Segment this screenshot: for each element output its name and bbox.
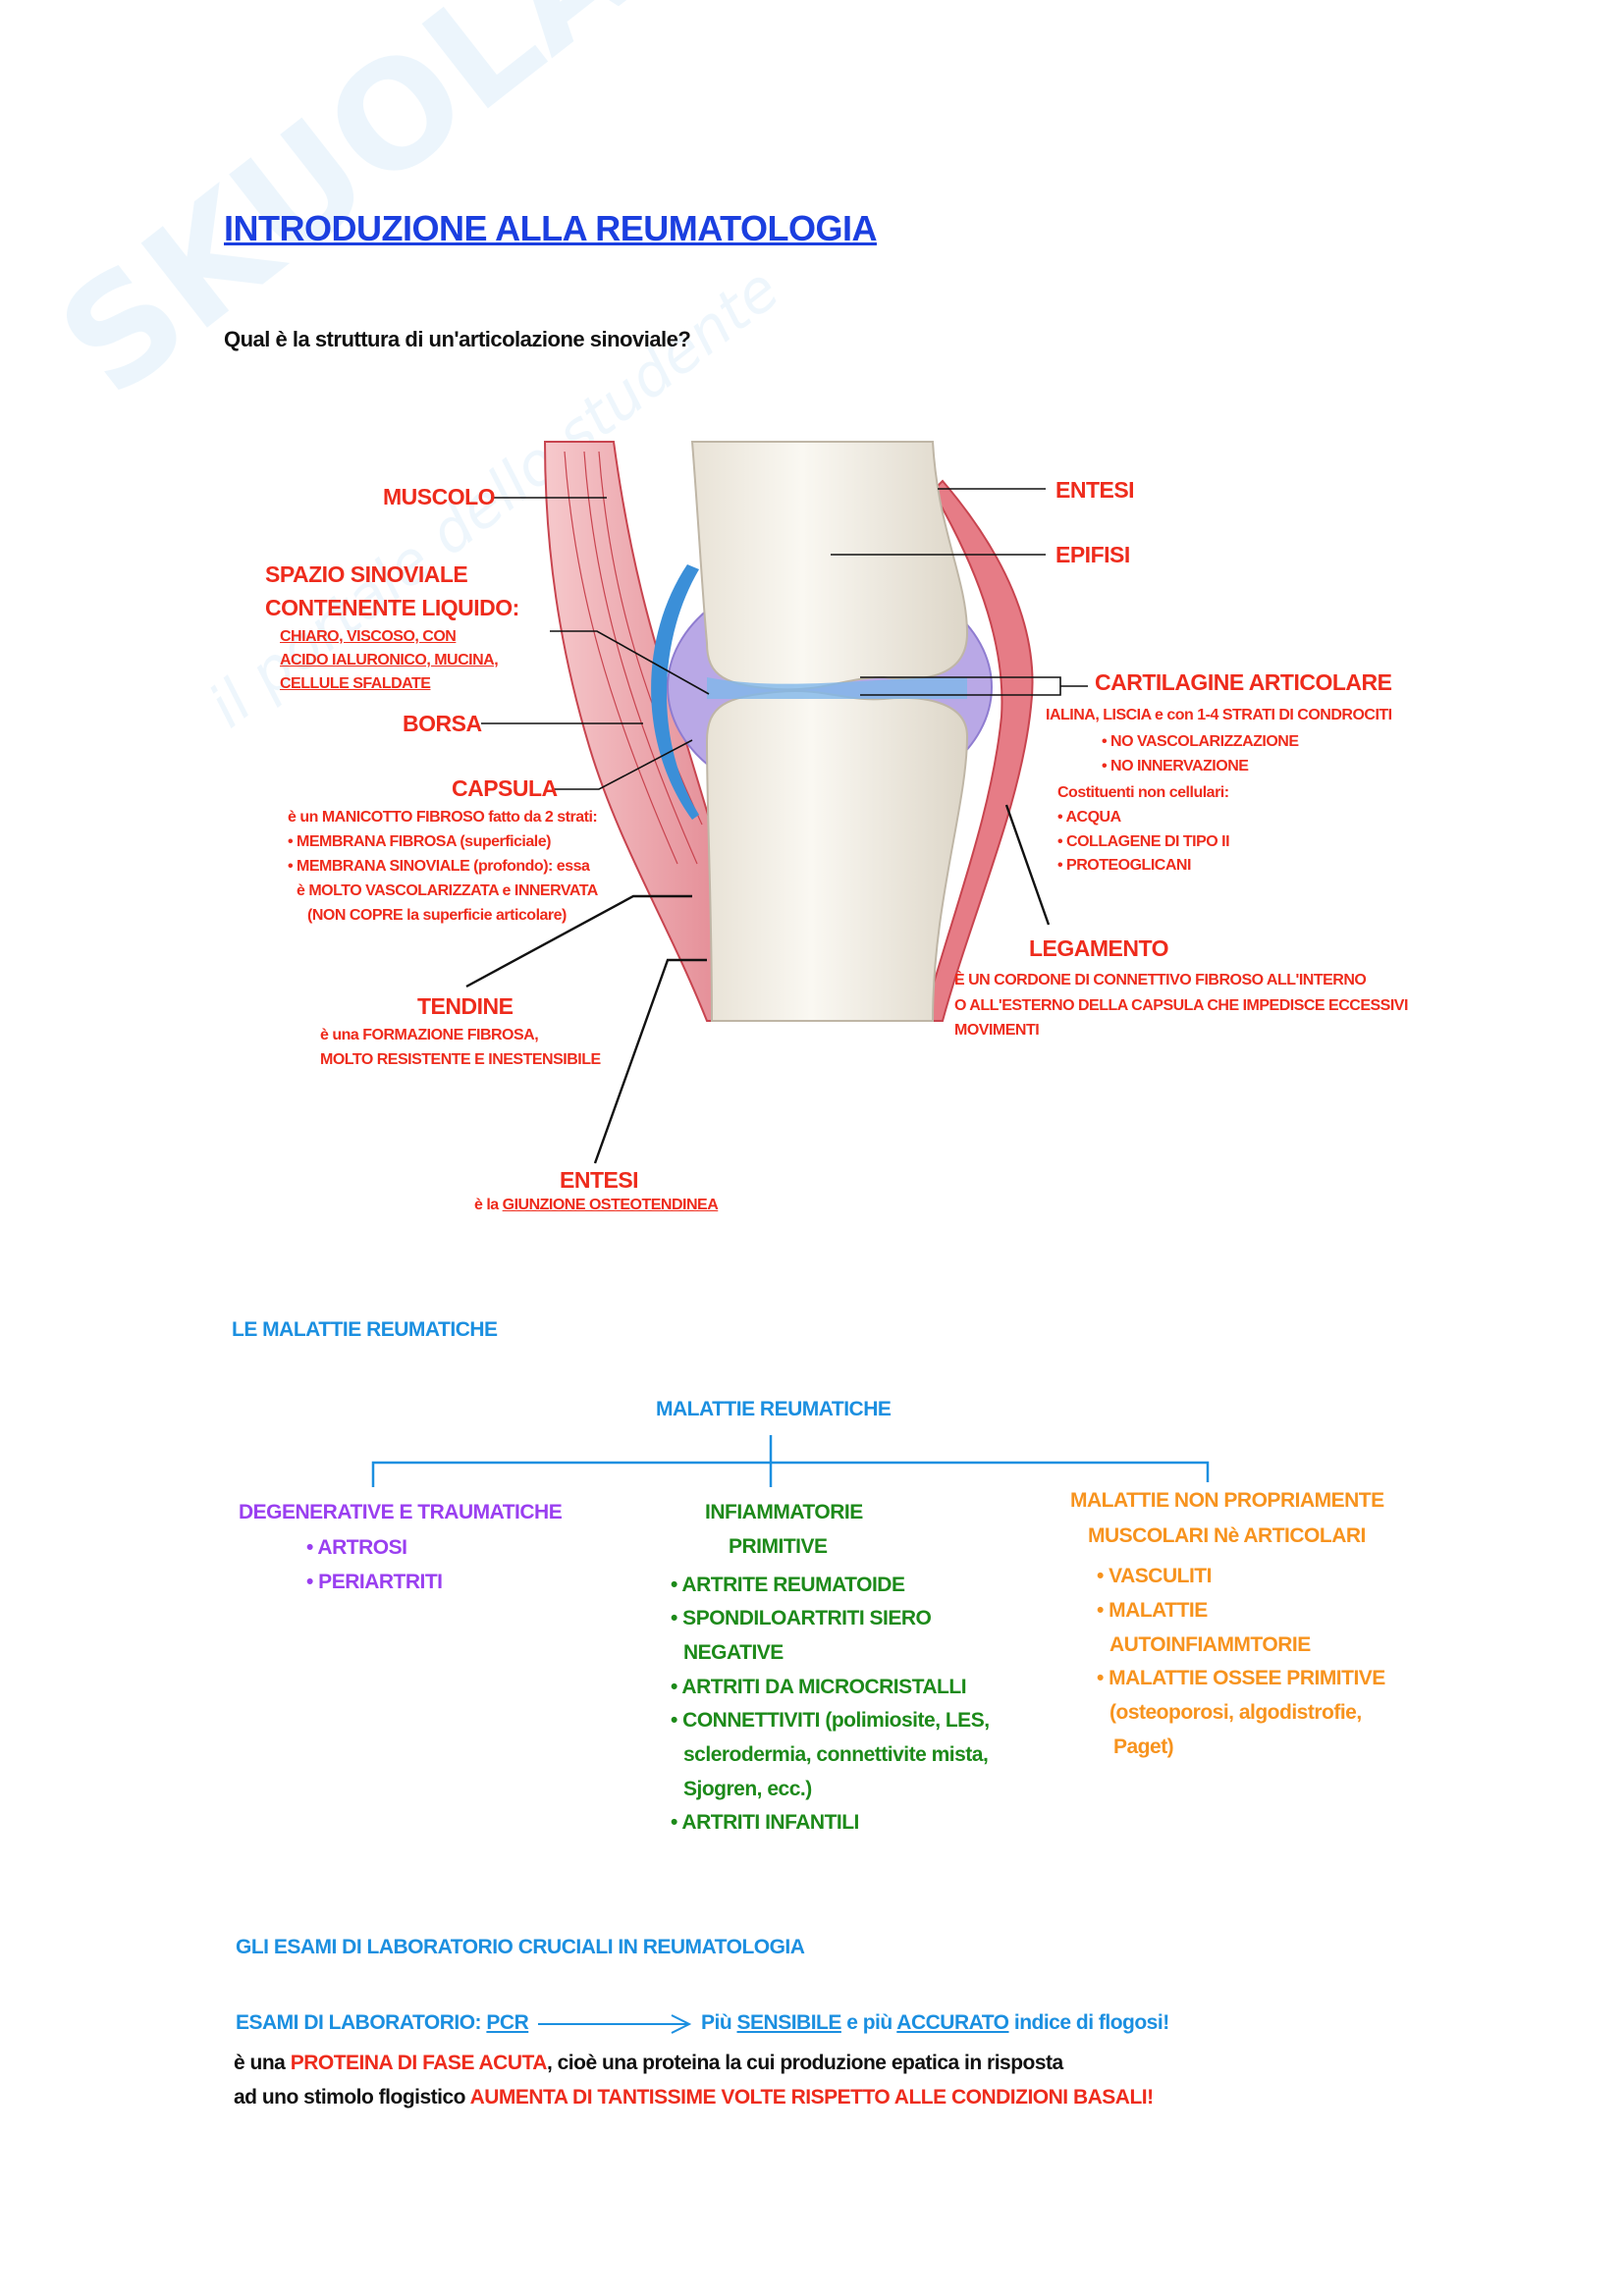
infiammatorie-line: • ARTRITI DA MICROCRISTALLI [671, 1676, 967, 1698]
label-spazio-sinoviale: SPAZIO SINOVIALE [265, 561, 468, 587]
costituenti-label: Costituenti non cellulari: [1057, 784, 1229, 801]
lower-bone [705, 690, 969, 1022]
infiammatorie-line: • ARTRITE REUMATOIDE [671, 1574, 905, 1596]
capsula-desc-line: • MEMBRANA SINOVIALE (profondo): essa [288, 858, 590, 875]
piu-text: Più [701, 2011, 732, 2034]
ligament-right [921, 479, 1034, 1022]
highlight-text: AUMENTA DI TANTISSIME VOLTE RISPETTO ALL… [469, 2086, 1155, 2109]
pcr-term: PCR [486, 2011, 529, 2034]
spazio-desc-line: CELLULE SFALDATE [280, 675, 431, 692]
cartilagine-desc: IALINA, LISCIA e con 1-4 STRATI DI CONDR… [1046, 707, 1392, 723]
e-piu-text: e più [846, 2011, 893, 2034]
text: è una [234, 2052, 286, 2074]
highlight-text: PROTEINA DI FASE ACUTA [290, 2052, 548, 2074]
label-capsula: CAPSULA [452, 775, 558, 801]
entesi-desc-term: GIUNZIONE OSTEOTENDINEA [502, 1197, 719, 1213]
infiammatorie-line: NEGATIVE [683, 1641, 784, 1664]
spazio-desc-line: CHIARO, VISCOSO, CON [280, 628, 457, 645]
label-spazio-sinoviale-2: CONTENENTE LIQUIDO: [265, 595, 519, 620]
indice-text: indice di flogosi! [1013, 2011, 1169, 2034]
label-entesi-bottom: ENTESI [560, 1167, 639, 1193]
disease-tree-connectors [371, 1435, 1210, 1487]
label-legamento: LEGAMENTO [1029, 935, 1169, 961]
question: Qual è la struttura di un'articolazione … [224, 327, 691, 351]
non-propriamente-line: • MALATTIE [1097, 1599, 1208, 1622]
non-propriamente-line: (osteoporosi, algodistrofie, [1109, 1701, 1362, 1724]
infiammatorie-title: INFIAMMATORIE [705, 1501, 863, 1523]
infiammatorie-line: • CONNETTIVITI (polimiosite, LES, [671, 1709, 990, 1732]
legamento-desc-line: O ALL'ESTERNO DELLA CAPSULA CHE IMPEDISC… [954, 997, 1408, 1014]
legamento-desc-line: È UN CORDONE DI CONNETTIVO FIBROSO ALL'I… [954, 972, 1367, 988]
label-borsa: BORSA [403, 711, 482, 736]
infiammatorie-line: • ARTRITI INFANTILI [671, 1811, 859, 1834]
infiammatorie-line: sclerodermia, connettivite mista, [683, 1743, 989, 1766]
tendine-desc-line: è una FORMAZIONE FIBROSA, [320, 1027, 539, 1043]
accurato-term: ACCURATO [896, 2011, 1009, 2034]
capsula-desc-line: • MEMBRANA FIBROSA (superficiale) [288, 833, 551, 850]
capsula-desc-line: (NON COPRE la superficie articolare) [307, 907, 567, 924]
infiammatorie-line: • SPONDILOARTRITI SIERO [671, 1607, 932, 1629]
label-entesi-top: ENTESI [1055, 477, 1135, 503]
label-epifisi: EPIFISI [1055, 542, 1130, 567]
non-propriamente-line: • VASCULITI [1097, 1565, 1212, 1587]
costituenti-item: • PROTEOGLICANI [1057, 857, 1191, 874]
non-propriamente-title: MALATTIE NON PROPRIAMENTE [1070, 1489, 1384, 1512]
infiammatorie-line: Sjogren, ecc.) [683, 1778, 812, 1800]
pcr-desc-line-1: è una PROTEINA DI FASE ACUTA, cioè una p… [234, 2052, 1063, 2075]
costituenti-item: • ACQUA [1057, 809, 1121, 826]
entesi-desc-prefix: è la [474, 1197, 499, 1213]
degenerative-item: • ARTROSI [306, 1536, 407, 1559]
label-tendine: TENDINE [417, 993, 514, 1019]
entesi-desc: è la GIUNZIONE OSTEOTENDINEA [474, 1197, 719, 1214]
section-title-esami: GLI ESAMI DI LABORATORIO CRUCIALI IN REU… [236, 1936, 805, 1958]
degenerative-title: DEGENERATIVE E TRAUMATICHE [239, 1501, 563, 1523]
costituenti-item: • COLLAGENE DI TIPO II [1057, 833, 1230, 850]
articular-cartilage [707, 677, 967, 699]
tendine-desc-line: MOLTO RESISTENTE E INESTENSIBILE [320, 1051, 601, 1068]
epiphysis-upper-bone [690, 441, 969, 691]
infiammatorie-title-2: PRIMITIVE [729, 1535, 828, 1558]
capsula-desc-line: è MOLTO VASCOLARIZZATA e INNERVATA [297, 882, 598, 899]
non-propriamente-line: Paget) [1113, 1735, 1174, 1758]
sensibile-term: SENSIBILE [736, 2011, 842, 2034]
leader-lines [465, 488, 1088, 1164]
text: , cioè una proteina la cui produzione ep… [546, 2052, 1063, 2074]
pcr-line-left: ESAMI DI LABORATORIO: PCR [236, 2011, 529, 2035]
lab-prefix: ESAMI DI LABORATORIO: [236, 2011, 482, 2034]
capsula-desc-line: è un MANICOTTO FIBROSO fatto da 2 strati… [288, 809, 598, 826]
text: ad uno stimolo flogistico [234, 2086, 466, 2109]
section-title-malattie: LE MALATTIE REUMATICHE [232, 1318, 498, 1341]
tree-root: MALATTIE REUMATICHE [656, 1398, 892, 1420]
non-propriamente-line: • MALATTIE OSSEE PRIMITIVE [1097, 1667, 1385, 1689]
arrow-icon [538, 2014, 692, 2034]
label-cartilagine: CARTILAGINE ARTICOLARE [1095, 669, 1392, 695]
non-propriamente-title-2: MUSCOLARI Nè ARTICOLARI [1088, 1524, 1366, 1547]
page-title: INTRODUZIONE ALLA REUMATOLOGIA [224, 208, 877, 248]
pcr-line-right: Più SENSIBILE e più ACCURATO indice di f… [701, 2011, 1169, 2035]
legamento-desc-line: MOVIMENTI [954, 1022, 1040, 1039]
label-muscolo: MUSCOLO [383, 484, 496, 509]
spazio-desc-line: ACIDO IALURONICO, MUCINA, [280, 652, 499, 668]
degenerative-item: • PERIARTRITI [306, 1571, 443, 1593]
cartilagine-bullet: • NO INNERVAZIONE [1102, 758, 1249, 774]
non-propriamente-line: AUTOINFIAMMTORIE [1109, 1633, 1311, 1656]
pcr-desc-line-2: ad uno stimolo flogistico AUMENTA DI TAN… [234, 2086, 1154, 2109]
cartilagine-bullet: • NO VASCOLARIZZAZIONE [1102, 733, 1299, 750]
